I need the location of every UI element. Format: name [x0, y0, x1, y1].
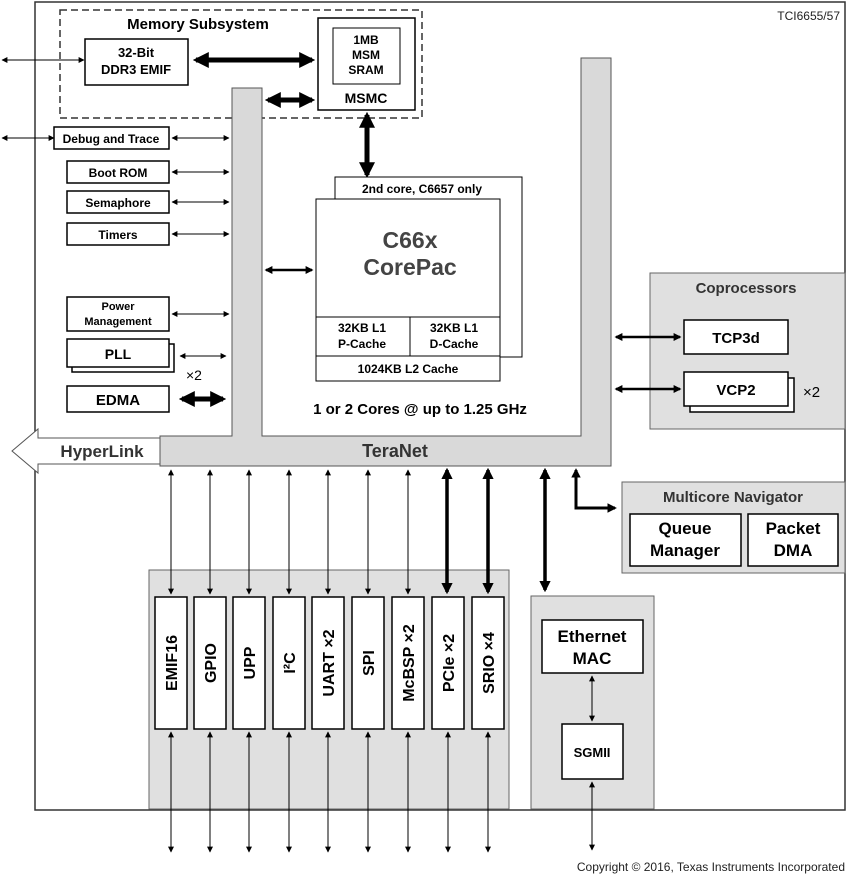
peripheral-group: EMIF16 GPIO UPP I²C UART ×2 SPI McBSP ×2 PCIe ×… [154, 469, 505, 853]
teranet-bus [159, 57, 612, 467]
edma-label: EDMA [96, 392, 140, 409]
queue-line2: Manager [650, 541, 720, 560]
peripheral-block [391, 596, 425, 730]
timers-label: Timers [98, 228, 137, 242]
mac-line1: Ethernet [558, 627, 627, 646]
memory-subsystem-title: Memory Subsystem [127, 16, 269, 33]
semaphore-block [66, 190, 170, 214]
mac-line2: MAC [573, 649, 612, 668]
second-core-label: 2nd core, C6657 only [362, 182, 482, 196]
peripheral-label: McBSP ×2 [401, 624, 418, 702]
power-line1: Power [101, 301, 135, 313]
vcp2-block [683, 371, 789, 407]
l2-cache-label: 1024KB L2 Cache [358, 362, 459, 376]
peripheral-label: UPP [242, 646, 259, 679]
boot-rom-block [66, 160, 170, 184]
debug-trace-block [53, 126, 170, 150]
ddr3-emif-block [84, 38, 189, 86]
peripheral-label: UART ×2 [321, 629, 338, 696]
msm-line2: MSM [352, 48, 380, 62]
sgmii-label: SGMII [574, 745, 611, 760]
power-management-block [66, 296, 170, 332]
l1p-line2: P-Cache [338, 337, 386, 351]
vcp2-label: VCP2 [716, 382, 755, 399]
vcp2-multiplier: ×2 [803, 384, 820, 401]
semaphore-label: Semaphore [85, 196, 151, 210]
peripheral-block [471, 596, 505, 730]
peripheral-block [431, 596, 465, 730]
pll-label: PLL [105, 346, 132, 362]
corepac-title-line2: CorePac [363, 254, 457, 280]
tcp3d-block [683, 319, 789, 355]
sgmii-block [561, 723, 624, 780]
hyperlink-arrow [11, 427, 161, 475]
peripheral-label: GPIO [203, 643, 220, 683]
corepac-block [315, 198, 501, 382]
msm-line1: 1MB [353, 33, 379, 47]
timers-block [66, 222, 170, 246]
peripheral-label: PCIe ×2 [441, 634, 458, 692]
packet-line1: Packet [766, 519, 821, 538]
cores-caption: 1 or 2 Cores @ up to 1.25 GHz [313, 401, 527, 418]
l1d-line2: D-Cache [430, 337, 479, 351]
l1p-line1: 32KB L1 [338, 321, 386, 335]
msmc-label: MSMC [345, 90, 388, 106]
ddr3-line1: 32-Bit [118, 45, 155, 60]
navigator-title: Multicore Navigator [663, 489, 803, 506]
peripheral-block [193, 596, 227, 730]
teranet-label: TeraNet [362, 441, 428, 461]
coprocessors-title: Coprocessors [696, 280, 797, 297]
peripheral-block [272, 596, 306, 730]
pll-multiplier: ×2 [186, 367, 202, 383]
queue-line1: Queue [659, 519, 712, 538]
edma-block [66, 385, 170, 413]
hyperlink-label: HyperLink [60, 442, 144, 461]
navigator-arrow [571, 468, 617, 513]
pll-block [66, 338, 170, 368]
msm-sram-block [332, 27, 401, 85]
ddr3-line2: DDR3 EMIF [101, 62, 171, 77]
peripheral-block [311, 596, 345, 730]
packet-line2: DMA [774, 541, 813, 560]
boot-rom-label: Boot ROM [89, 166, 148, 180]
tcp3d-label: TCP3d [712, 330, 760, 347]
peripheral-label: SPI [361, 650, 378, 676]
corepac-title-line1: C66x [383, 227, 438, 253]
peripheral-block [154, 596, 188, 730]
copyright: Copyright © 2016, Texas Instruments Inco… [577, 860, 845, 874]
packet-dma-block [747, 513, 839, 567]
doc-id: TCI6655/57 [777, 9, 840, 23]
peripheral-label: EMIF16 [164, 635, 181, 691]
peripheral-block [232, 596, 266, 730]
debug-label: Debug and Trace [63, 132, 160, 146]
peripheral-block [351, 596, 385, 730]
power-line2: Management [84, 316, 152, 328]
msm-line3: SRAM [348, 63, 383, 77]
ethernet-mac-block [541, 619, 644, 674]
queue-manager-block [629, 513, 742, 567]
peripheral-label: I²C [282, 652, 299, 674]
peripheral-label: SRIO ×4 [481, 632, 498, 694]
l1d-line1: 32KB L1 [430, 321, 478, 335]
